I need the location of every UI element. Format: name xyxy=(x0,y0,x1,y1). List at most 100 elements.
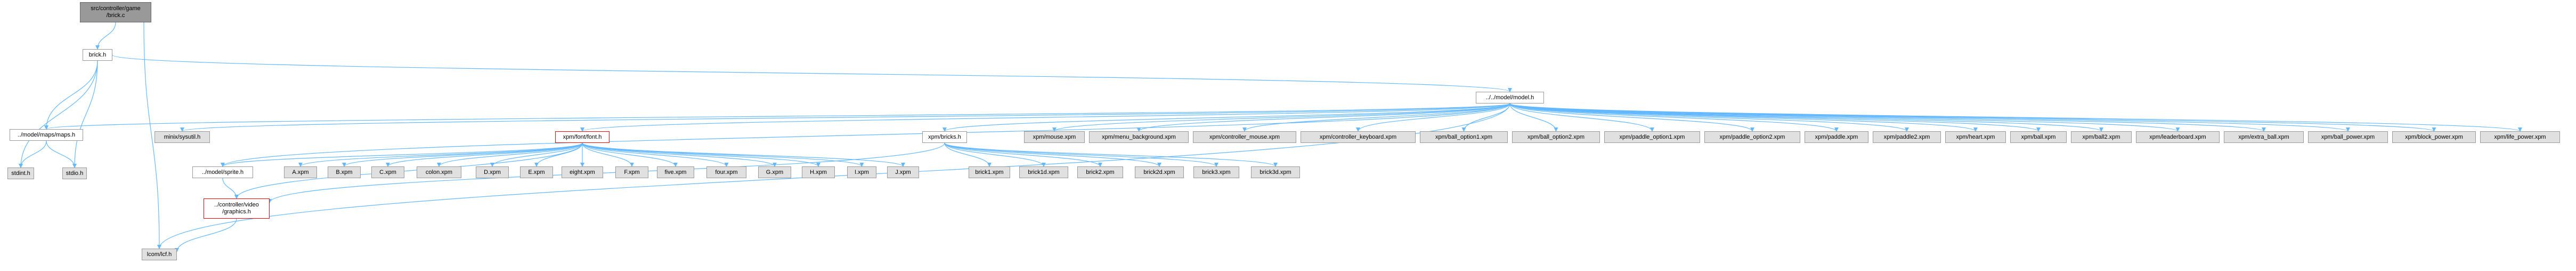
node-model-xpm[interactable]: xpm/menu_background.xpm xyxy=(1089,131,1189,143)
dependency-edge xyxy=(582,142,634,167)
node-brick-xpm[interactable]: brick1d.xpm xyxy=(1019,166,1068,178)
node-model-xpm[interactable]: xpm/paddle2.xpm xyxy=(1873,131,1941,143)
dependency-edge xyxy=(112,54,1512,92)
node-model-xpm[interactable]: xpm/leaderboard.xpm xyxy=(2136,131,2220,143)
node-font-xpm[interactable]: colon.xpm xyxy=(417,166,461,178)
node-model-xpm[interactable]: xpm/paddle_option1.xpm xyxy=(1604,131,1700,143)
node-font-xpm[interactable]: eight.xpm xyxy=(562,166,603,178)
node-font-h[interactable]: xpm/font/font.h xyxy=(555,131,610,143)
dependency-edge xyxy=(175,218,237,252)
node-font-xpm[interactable]: four.xpm xyxy=(706,166,746,178)
node-font-xpm[interactable]: G.xpm xyxy=(758,166,791,178)
node-model-xpm[interactable]: xpm/paddle_option2.xpm xyxy=(1704,131,1800,143)
node-font-xpm[interactable]: H.xpm xyxy=(802,166,835,178)
node-brick-xpm[interactable]: brick3d.xpm xyxy=(1251,166,1300,178)
dependency-edge xyxy=(944,142,1161,167)
dependency-edge xyxy=(221,142,583,167)
dependency-edge xyxy=(19,60,98,168)
node-stdio-h[interactable]: stdio.h xyxy=(62,168,87,179)
node-brick-xpm[interactable]: brick2d.xpm xyxy=(1135,166,1184,178)
dependency-edge xyxy=(582,142,678,167)
dependency-edge xyxy=(1509,103,1839,132)
dependency-edge xyxy=(180,103,1510,132)
dependency-edge xyxy=(582,142,777,167)
dependency-edge xyxy=(944,142,992,167)
node-model-xpm[interactable]: xpm/ball.xpm xyxy=(2010,131,2067,143)
node-brick-h[interactable]: brick.h xyxy=(83,49,112,61)
node-model-xpm[interactable]: xpm/ball_option1.xpm xyxy=(1420,131,1508,143)
dependency-edge xyxy=(72,60,98,168)
dependency-edge xyxy=(1509,103,1978,132)
dependency-edge xyxy=(1509,103,1909,132)
node-font-xpm[interactable]: F.xpm xyxy=(615,166,648,178)
node-stdint-h[interactable]: stdint.h xyxy=(7,168,34,179)
node-font-xpm[interactable]: A.xpm xyxy=(284,166,317,178)
node-graphics-h[interactable]: ../controller/video /graphics.h xyxy=(204,198,270,219)
node-font-xpm[interactable]: I.xpm xyxy=(847,166,876,178)
dependency-edge xyxy=(1356,103,1510,132)
node-model-xpm[interactable]: xpm/block_power.xpm xyxy=(2392,131,2476,143)
dependency-edge xyxy=(234,142,583,199)
node-brick-xpm[interactable]: brick2.xpm xyxy=(1077,166,1123,178)
dependency-edge xyxy=(1509,103,2522,132)
node-model-xpm[interactable]: xpm/ball_option2.xpm xyxy=(1512,131,1600,143)
dependency-edge xyxy=(582,142,729,167)
node-sprite-h[interactable]: ../model/sprite.h xyxy=(192,166,253,178)
dependency-edge xyxy=(46,140,77,168)
dependency-edge xyxy=(267,142,945,203)
dependency-edge xyxy=(944,142,1046,167)
node-maps-h[interactable]: ../model/maps/maps.h xyxy=(10,129,83,141)
node-model-xpm[interactable]: xpm/controller_keyboard.xpm xyxy=(1301,131,1416,143)
node-model-xpm[interactable]: xpm/mouse.xpm xyxy=(1024,131,1085,143)
dependency-edge xyxy=(580,103,1510,132)
dependency-edge xyxy=(1136,103,1510,132)
node-font-xpm[interactable]: E.xpm xyxy=(520,166,553,178)
node-model-h[interactable]: ../../model/model.h xyxy=(1476,92,1544,103)
dependency-edge xyxy=(386,142,583,167)
node-lcom-lcf-h[interactable]: lcom/lcf.h xyxy=(142,249,177,260)
node-brick-xpm[interactable]: brick1.xpm xyxy=(969,166,1010,178)
dependency-edge xyxy=(221,103,1510,167)
node-model-xpm[interactable]: xpm/ball_power.xpm xyxy=(2308,131,2388,143)
node-model-xpm[interactable]: xpm/paddle.xpm xyxy=(1805,131,1868,143)
dependency-edge xyxy=(1509,103,2103,132)
dependency-edge xyxy=(1509,103,2266,132)
dependency-edge xyxy=(143,22,161,249)
node-model-xpm[interactable]: xpm/heart.xpm xyxy=(1945,131,2006,143)
dependency-edge xyxy=(437,142,583,167)
dependency-edge xyxy=(44,60,98,130)
dependency-edge xyxy=(1509,103,1558,132)
node-model-xpm[interactable]: xpm/life_power.xpm xyxy=(2480,131,2560,143)
dependency-edge xyxy=(1242,103,1510,132)
dependency-edge xyxy=(944,142,1278,167)
dependency-edge xyxy=(944,142,1102,167)
dependency-edge xyxy=(582,142,820,167)
node-bricks-h[interactable]: xpm/bricks.h xyxy=(922,131,967,143)
node-brick-c[interactable]: src/controller/game /brick.c xyxy=(80,2,151,22)
node-model-xpm[interactable]: xpm/ball2.xpm xyxy=(2071,131,2132,143)
node-model-xpm[interactable]: xpm/extra_ball.xpm xyxy=(2224,131,2304,143)
dependency-edge xyxy=(1509,103,2180,132)
dependency-edge xyxy=(1509,103,1754,132)
node-font-xpm[interactable]: J.xpm xyxy=(887,166,919,178)
dependency-edge xyxy=(1461,103,1510,132)
dependency-edge xyxy=(1509,103,2041,132)
dependency-edge xyxy=(298,142,583,167)
dependency-edge xyxy=(19,140,47,168)
dependency-edge xyxy=(1509,103,1654,132)
dependency-edge xyxy=(342,142,583,167)
node-model-xpm[interactable]: xpm/controller_mouse.xpm xyxy=(1193,131,1296,143)
node-font-xpm[interactable]: B.xpm xyxy=(328,166,361,178)
dependency-edge xyxy=(490,142,583,167)
dependency-edge xyxy=(222,178,239,199)
dependency-edge xyxy=(944,142,1218,167)
dependency-edge xyxy=(44,103,1510,130)
node-font-xpm[interactable]: D.xpm xyxy=(476,166,509,178)
node-brick-xpm[interactable]: brick3.xpm xyxy=(1193,166,1239,178)
dependency-edge xyxy=(95,22,116,50)
dependency-edge xyxy=(582,142,905,167)
dependency-edge xyxy=(942,103,1510,132)
node-font-xpm[interactable]: five.xpm xyxy=(657,166,694,178)
node-font-xpm[interactable]: C.xpm xyxy=(371,166,404,178)
node-minix-sysutil-h[interactable]: minix/sysutil.h xyxy=(155,131,210,143)
